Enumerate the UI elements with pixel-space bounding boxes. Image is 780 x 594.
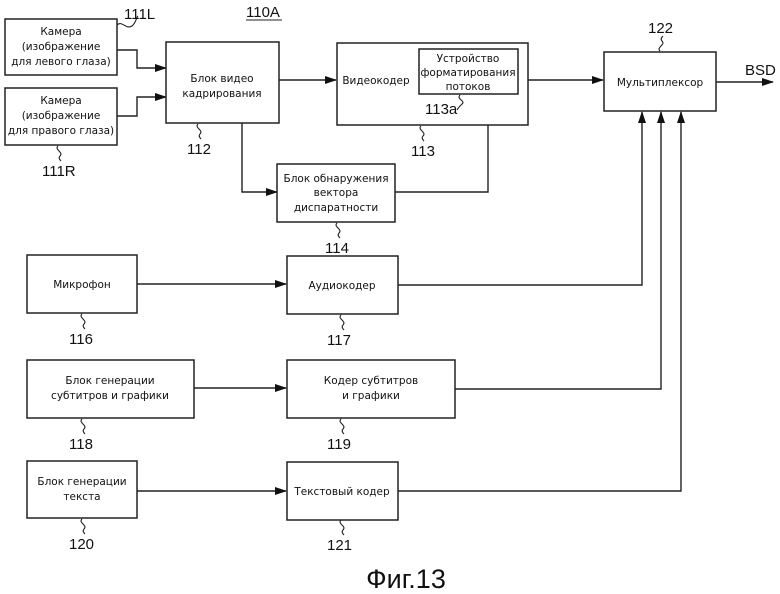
block-label: Видеокодер [342,75,410,87]
leader-111R [57,146,61,161]
block-audio-encoder: Аудиокодер [287,256,398,314]
block-label: Текстовый кодер [293,486,390,498]
block-disparity-detector: Блок обнаружения вектора диспаратности [277,164,395,222]
ref-121: 121 [327,537,352,554]
block-label: Камера [40,26,81,38]
block-label: Мультиплексор [617,77,704,89]
ref-117: 117 [327,332,351,349]
block-label: Блок генерации [65,375,154,387]
block-label: форматирования [420,67,515,79]
ref-112: 112 [187,141,211,158]
block-text-generator: Блок генерации текста [27,461,137,518]
leader-114 [336,223,340,238]
block-label: текста [63,491,100,503]
wire-cam-left-to-framing [117,50,166,68]
block-camera-right: Камера (изображение для правого глаза) [5,88,117,145]
ref-122: 122 [648,20,673,37]
output-label-bsd: BSD [745,62,776,79]
block-microphone: Микрофон [27,255,137,313]
block-label: для правого глаза) [8,125,114,137]
ref-111R: 111R [42,163,76,180]
ref-120: 120 [69,536,94,553]
ref-116: 116 [69,331,93,348]
block-label: субтитров и графики [51,390,169,402]
ref-114: 114 [325,240,349,257]
ref-113: 113 [411,143,435,160]
block-label: для левого глаза) [11,56,110,68]
block-label: Устройство [437,53,500,65]
block-stream-formatter: Устройство форматирования потоков [419,49,518,94]
block-label: кадрирования [182,88,261,100]
block-label: Кодер субтитров [324,375,418,387]
block-subtitle-generator: Блок генерации субтитров и графики [27,360,194,418]
figure-caption: Фиг.13 [366,564,446,594]
block-label: Микрофон [53,279,111,291]
block-label: Камера [40,95,81,107]
block-label: вектора [314,187,359,199]
wire-audio-encoder-to-mux [398,112,642,285]
block-subtitle-encoder: Кодер субтитров и графики [287,360,455,418]
block-label: диспаратности [294,202,378,214]
block-video-framing: Блок видео кадрирования [166,42,279,123]
ref-119: 119 [327,436,351,453]
leader-119 [340,419,344,434]
wire-framing-to-disparity [242,123,277,192]
block-label: (изображение [22,41,101,53]
ref-111L: 111L [124,6,155,23]
ref-113a: 113a [425,101,458,118]
block-label: и графики [342,390,400,402]
block-label: Блок видео [190,73,253,85]
leader-120 [81,519,85,534]
leader-122 [659,36,663,51]
block-label: Блок обнаружения [283,173,388,185]
block-label: (изображение [22,110,101,122]
wire-subenc-to-mux [455,112,661,389]
block-label: потоков [446,81,491,93]
block-label: Аудиокодер [308,280,375,292]
wire-textenc-to-mux [398,112,681,491]
leader-121 [340,520,344,535]
block-label: Блок генерации [37,476,126,488]
block-multiplexer: Мультиплексор [604,52,716,111]
block-text-encoder: Текстовый кодер [287,462,398,520]
leader-118 [81,419,85,434]
leader-116 [81,314,85,329]
leader-117 [340,315,344,330]
block-camera-left: Камера (изображение для левого глаза) [5,19,117,75]
leader-112 [197,124,201,139]
ref-110A: 110A [246,4,280,21]
wire-cam-right-to-framing [117,97,166,116]
ref-118: 118 [69,436,93,453]
leader-113 [420,126,424,141]
